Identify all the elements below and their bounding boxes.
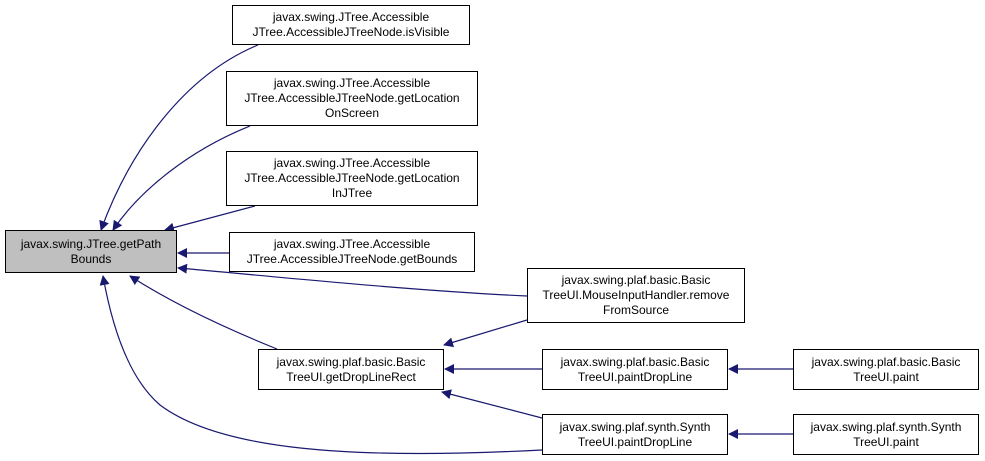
node-line: javax.swing.plaf.basic.Basic [811, 354, 961, 369]
node-line: javax.swing.JTree.Accessible [273, 156, 431, 170]
node-accessiblejtreenode-getlocationinjtree[interactable]: javax.swing.JTree.Accessible JTree.Acces… [226, 151, 478, 206]
node-line: javax.swing.JTree.Accessible [272, 10, 430, 24]
edge-removefromsource-to-getdroplinerect [443, 319, 528, 348]
node-line: TreeUI.paintDropLine [577, 434, 693, 449]
node-line: javax.swing.plaf.synth.Synth [559, 419, 711, 434]
node-line: JTree.AccessibleJTreeNode.getLocation [244, 171, 460, 185]
node-accessiblejtreenode-isvisible[interactable]: javax.swing.JTree.Accessible JTree.Acces… [232, 5, 470, 45]
node-line: javax.swing.JTree.Accessible [273, 237, 431, 251]
node-line: javax.swing.plaf.basic.Basic [561, 273, 711, 287]
node-line: JTree.AccessibleJTreeNode.getLocation [244, 91, 460, 105]
node-basictreeui-paintdropline[interactable]: javax.swing.plaf.basic.Basic TreeUI.pain… [542, 349, 728, 390]
node-line: javax.swing.JTree.Accessible [273, 76, 431, 90]
node-line: javax.swing.plaf.basic.Basic [276, 354, 426, 369]
node-line: TreeUI.paint [853, 369, 919, 384]
node-line: TreeUI.paint [853, 434, 919, 449]
edge-synthpaintdropline-to-getdroplinerect [441, 389, 543, 419]
node-synthtreeui-paintdropline[interactable]: javax.swing.plaf.synth.Synth TreeUI.pain… [542, 414, 728, 455]
edge-removefromsource-to-root [177, 263, 528, 297]
edge-getdroplinerect-to-root [129, 275, 278, 350]
node-line: FromSource [602, 303, 670, 317]
node-basictreeui-paint[interactable]: javax.swing.plaf.basic.Basic TreeUI.pain… [793, 349, 979, 390]
node-line: Bounds [70, 251, 112, 266]
node-line: TreeUI.paintDropLine [577, 369, 693, 384]
node-line: JTree.AccessibleJTreeNode.isVisible [252, 25, 450, 39]
node-line: javax.swing.plaf.synth.Synth [810, 419, 962, 434]
edge-locationinjtree-to-root [164, 205, 256, 233]
node-line: TreeUI.MouseInputHandler.remove [542, 288, 730, 302]
edge-isvisible-to-root [99, 44, 259, 231]
edge-locationonscreen-to-root [112, 125, 251, 231]
node-line: InJTree [331, 186, 373, 200]
node-accessiblejtreenode-getlocationonscreen[interactable]: javax.swing.JTree.Accessible JTree.Acces… [226, 71, 478, 126]
node-mouseinputhandler-removefromsource[interactable]: javax.swing.plaf.basic.Basic TreeUI.Mous… [527, 268, 745, 323]
node-line: javax.swing.plaf.basic.Basic [560, 354, 710, 369]
node-basictreeui-getdroplinerect[interactable]: javax.swing.plaf.basic.Basic TreeUI.getD… [258, 349, 444, 390]
edge-synthpaintdropline-to-root [99, 275, 543, 455]
node-line: TreeUI.getDropLineRect [286, 369, 416, 384]
node-line: javax.swing.JTree.getPath [20, 236, 162, 251]
node-synthtreeui-paint[interactable]: javax.swing.plaf.synth.Synth TreeUI.pain… [793, 414, 979, 455]
node-jtree-getpathbounds[interactable]: javax.swing.JTree.getPath Bounds [5, 230, 177, 273]
node-line: OnScreen [324, 106, 380, 120]
node-line: JTree.AccessibleJTreeNode.getBounds [246, 252, 458, 266]
node-accessiblejtreenode-getbounds[interactable]: javax.swing.JTree.Accessible JTree.Acces… [229, 232, 475, 272]
